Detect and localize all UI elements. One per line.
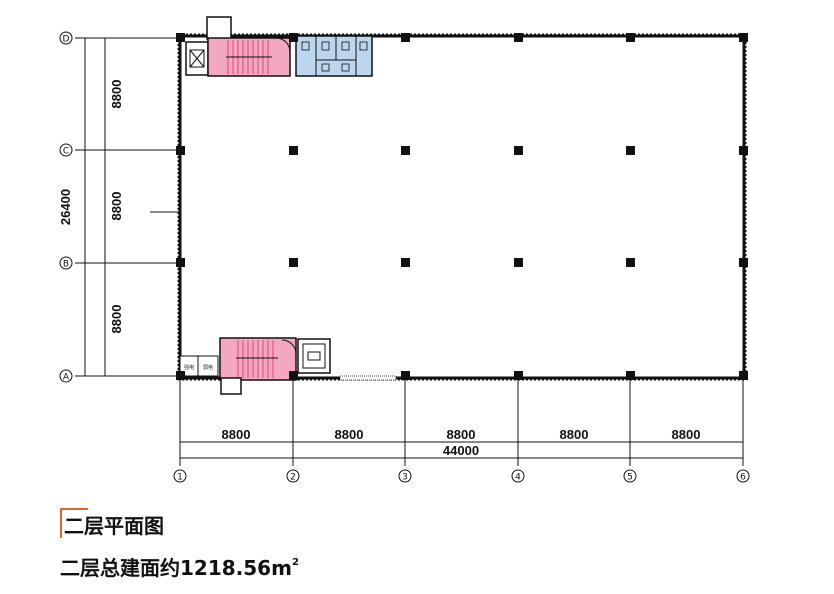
- column-axis-label: 5: [627, 473, 633, 483]
- horizontal-span-label: 8800: [560, 427, 589, 442]
- row-axis-A: A: [59, 369, 73, 383]
- row-axis-label: A: [63, 373, 70, 383]
- restroom-block: [295, 35, 373, 77]
- row-axis-C: C: [59, 143, 73, 157]
- column-axis-6: 6: [736, 469, 750, 483]
- room-label-electrical: 强电: [184, 364, 194, 371]
- horizontal-total-label: 44000: [443, 443, 479, 458]
- area-summary: 二层总建面约1218.56m2: [60, 552, 299, 581]
- plan-title: 二层平面图: [64, 514, 164, 538]
- vertical-dimension-chain: [75, 37, 180, 377]
- horizontal-span-label: 8800: [672, 427, 701, 442]
- top-left-core: [185, 16, 291, 77]
- column-axis-label: 4: [515, 473, 521, 483]
- horizontal-dimension-chain: [179, 380, 744, 466]
- horizontal-span-label: 8800: [335, 427, 364, 442]
- stair-hatch-bottom: [236, 340, 278, 378]
- column-axis-5: 5: [623, 469, 637, 483]
- column-axis-4: 4: [511, 469, 525, 483]
- room-label-low-voltage: 弱电: [203, 364, 213, 371]
- row-axis-B: B: [59, 256, 73, 270]
- row-axis-label: C: [63, 147, 69, 157]
- elevator-icon: [302, 343, 326, 369]
- bottom-left-core: 强电 弱电: [179, 337, 397, 395]
- vertical-total-label: 26400: [58, 189, 73, 225]
- row-axis-label: D: [63, 35, 70, 45]
- row-axis-D: D: [59, 31, 73, 45]
- column-axis-3: 3: [398, 469, 412, 483]
- horizontal-span-label: 8800: [447, 427, 476, 442]
- column-axis-1: 1: [173, 469, 187, 483]
- horizontal-span-label: 8800: [222, 427, 251, 442]
- vertical-span-label: 8800: [109, 80, 124, 109]
- column-axis-label: 2: [290, 473, 296, 483]
- column-axis-label: 1: [177, 473, 183, 483]
- stair-hatch-top: [226, 40, 272, 74]
- title-accent-bracket: [60, 508, 88, 538]
- building-outline: [177, 33, 747, 381]
- floor-plan-drawing: D C B A 8800 8800 8800 26400: [58, 16, 750, 483]
- row-axis-label: B: [63, 260, 69, 270]
- area-text: 二层总建面约1218.56m: [60, 556, 292, 580]
- column-axis-2: 2: [286, 469, 300, 483]
- area-unit-superscript: 2: [291, 557, 299, 568]
- vertical-span-label: 8800: [109, 305, 124, 334]
- vertical-span-label: 8800: [109, 192, 124, 221]
- column-axis-label: 3: [402, 473, 408, 483]
- structural-columns: [176, 33, 748, 380]
- column-axis-label: 6: [740, 473, 746, 483]
- elevator-icon: [189, 49, 205, 68]
